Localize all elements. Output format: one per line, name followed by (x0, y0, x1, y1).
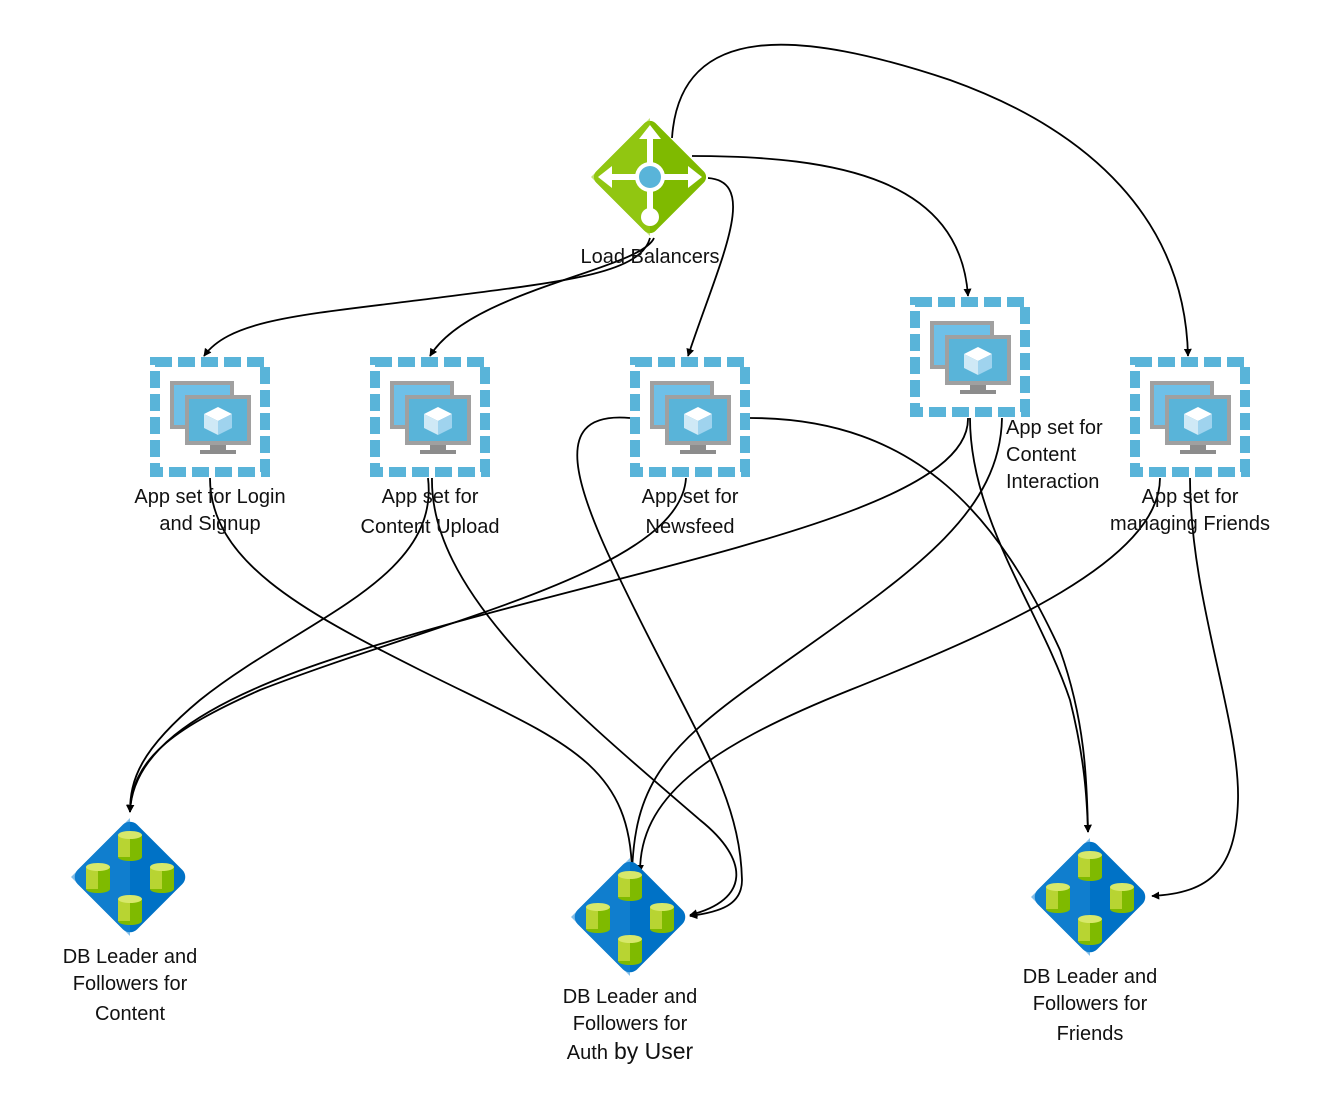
edge-app-upload-to-db-auth (431, 477, 738, 918)
virtual-machine-scale-set-icon (375, 362, 485, 472)
app-set-newsfeed-node[interactable] (635, 362, 745, 472)
app-set-interaction-label-line3: Interaction (1006, 471, 1099, 493)
app-set-upload-label-line2: Content Upload (361, 516, 500, 538)
db-content-node[interactable] (71, 818, 190, 937)
db-friends-label-line1: DB Leader and (1023, 966, 1158, 988)
db-friends-node[interactable] (1031, 838, 1150, 957)
db-auth-node[interactable] (571, 858, 690, 977)
edges (126, 43, 1239, 920)
db-auth-label-line1: DB Leader and (563, 986, 698, 1008)
db-auth-label-auth: Auth (567, 1042, 608, 1064)
app-set-interaction-label-line1: App set for (1006, 417, 1103, 439)
app-set-login-label-line1: App set for Login (134, 486, 285, 508)
virtual-machine-scale-set-icon (1135, 362, 1245, 472)
edge-lb-to-app-newsfeed (686, 177, 734, 357)
app-set-login-label-line2: and Signup (159, 513, 260, 535)
app-set-friends-label-line1: App set for (1142, 486, 1239, 508)
app-set-newsfeed-label-line2: Newsfeed (646, 516, 735, 538)
app-set-upload-label-line1: App set for (382, 486, 479, 508)
edge-app-newsfeed-to-db-friends (749, 417, 1092, 833)
database-cluster-icon (71, 818, 190, 937)
load-balancer-label: Load Balancers (581, 246, 720, 268)
edge-app-friends-to-db-auth (636, 477, 1161, 873)
edge-app-interaction-to-db-auth (628, 417, 1003, 873)
app-set-friends-node[interactable] (1135, 362, 1245, 472)
db-content-label-line2: Followers for (73, 973, 188, 995)
edge-app-newsfeed-to-db-auth (576, 416, 743, 920)
app-set-newsfeed-label-line1: App set for (642, 486, 739, 508)
edge-app-friends-to-db-friends (1151, 477, 1239, 900)
db-content-label-line3: Content (95, 1003, 165, 1025)
app-set-interaction-label-line2: Content (1006, 444, 1076, 466)
edge-app-interaction-to-db-content (126, 417, 969, 813)
edge-app-login-to-db-auth (209, 477, 636, 873)
db-friends-label-line3: Friends (1057, 1023, 1124, 1045)
app-set-upload-node[interactable] (375, 362, 485, 472)
labels: Load Balancers App set for Login and Sig… (63, 246, 1270, 1064)
load-balancer-node[interactable] (591, 118, 710, 237)
db-auth-label-line3: Auth by User (567, 1038, 694, 1064)
edge-lb-to-app-interaction (691, 155, 972, 297)
edge-lb-to-app-friends (671, 43, 1192, 357)
db-auth-label-line2: Followers for (573, 1013, 688, 1035)
app-set-interaction-node[interactable] (915, 302, 1025, 412)
app-set-friends-label-line2: managing Friends (1110, 513, 1270, 535)
database-cluster-icon (1031, 838, 1150, 957)
load-balancer-icon (591, 118, 710, 237)
db-auth-label-by-user: by User (614, 1038, 694, 1064)
db-friends-label-line2: Followers for (1033, 993, 1148, 1015)
virtual-machine-scale-set-icon (635, 362, 745, 472)
database-cluster-icon (571, 858, 690, 977)
virtual-machine-scale-set-icon (155, 362, 265, 472)
edge-lb-to-app-upload (429, 237, 655, 357)
db-content-label-line1: DB Leader and (63, 946, 198, 968)
edge-lb-to-app-login (203, 237, 651, 357)
app-set-login-node[interactable] (155, 362, 265, 472)
virtual-machine-scale-set-icon (915, 302, 1025, 412)
edge-app-upload-to-db-content (126, 477, 430, 813)
edge-app-interaction-to-db-friends (969, 417, 1092, 833)
